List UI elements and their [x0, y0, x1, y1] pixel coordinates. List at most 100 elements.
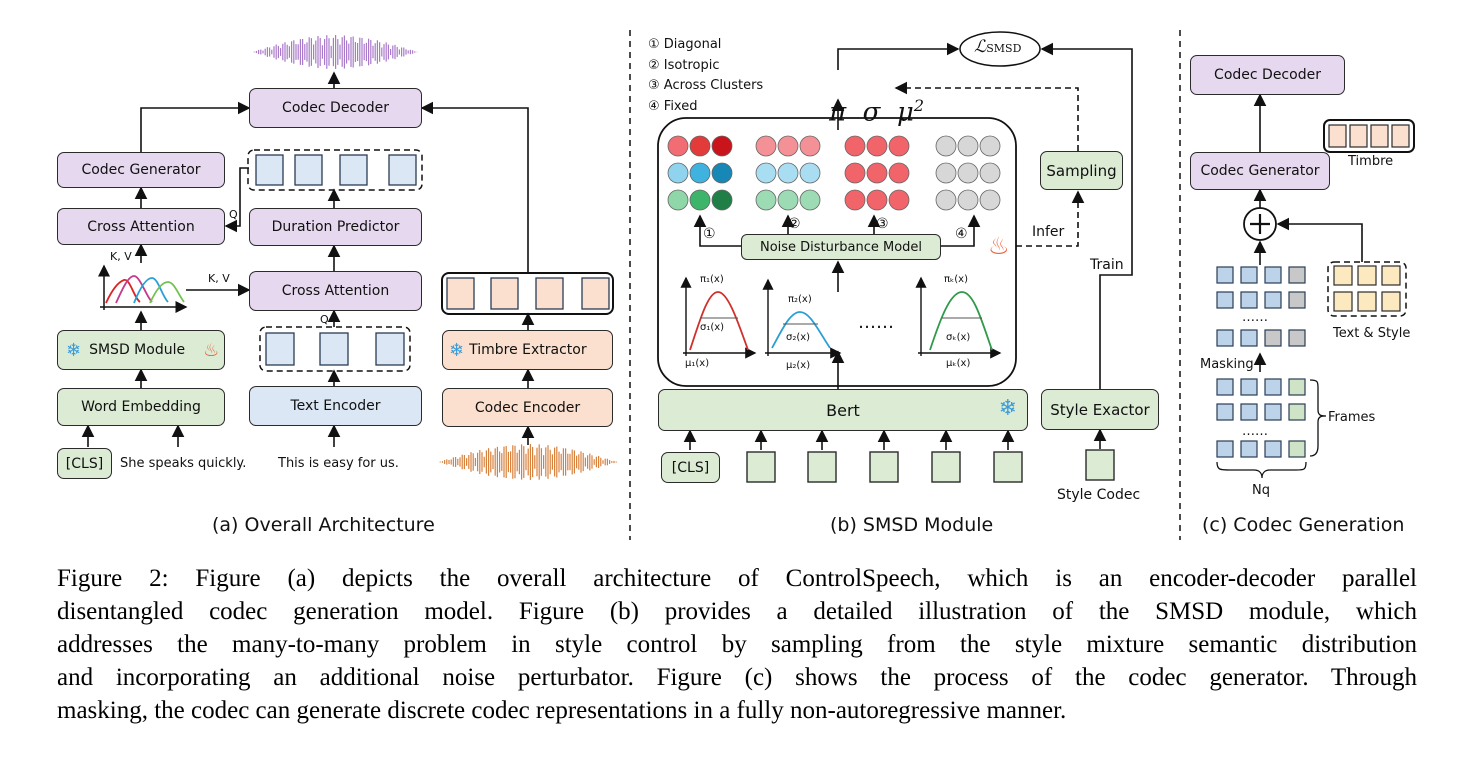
cls-token-b: [CLS]: [661, 452, 720, 483]
loss-subscript: SMSD: [986, 42, 1022, 55]
codec-decoder-label-c: Codec Decoder: [1214, 67, 1321, 83]
mu2-label: μ₂(x): [786, 360, 811, 371]
snowflake-icon: ❄: [449, 339, 465, 361]
caption-line: addresses the many-to-many problem in st…: [57, 631, 1417, 658]
legend-item: ③ Across Clusters: [648, 78, 764, 93]
gaussian-plots: [680, 276, 1002, 359]
sigk-label: σₖ(x): [946, 332, 971, 343]
text-style-container: [1327, 261, 1407, 317]
dots-c-2: ……: [1242, 424, 1268, 439]
params-sup: 2: [913, 96, 925, 115]
codec-decoder-label: Codec Decoder: [282, 100, 389, 116]
word-embedding-label: Word Embedding: [81, 399, 201, 415]
infer-label: Infer: [1032, 224, 1065, 240]
cross-attention-left-box: Cross Attention: [57, 208, 225, 245]
smsd-module-box: ❄ SMSD Module ♨: [57, 330, 225, 370]
style-codec-label: Style Codec: [1057, 487, 1141, 503]
timbre-container: [1323, 119, 1415, 153]
timbre-token-container: [441, 272, 614, 315]
mu1-label: μ₁(x): [685, 358, 710, 369]
text-input: This is easy for us.: [278, 456, 399, 471]
mixture-plot: [98, 264, 188, 313]
codec-grids: [1216, 266, 1306, 458]
kv-label-mid: K, V: [208, 272, 230, 285]
cluster-num-4: ④: [955, 226, 968, 242]
input-waveform: [439, 444, 617, 480]
smsd-module-label: SMSD Module: [89, 342, 186, 358]
subtitle-c: (c) Codec Generation: [1202, 514, 1405, 536]
nq-label: Nq: [1252, 483, 1270, 498]
loss-label: ℒSMSD: [974, 37, 1021, 57]
sig1-label: σ₁(x): [700, 322, 725, 333]
dots-c-1: ……: [1242, 310, 1268, 325]
cross-attention-mid-box: Cross Attention: [249, 271, 422, 311]
duration-predictor-label: Duration Predictor: [271, 219, 400, 235]
subtitle-a: (a) Overall Architecture: [212, 514, 435, 536]
params-label: π σ μ2: [796, 66, 924, 158]
legend-item: ④ Fixed: [648, 98, 698, 114]
legend: ① Diagonal ② Isotropic ③ Across Clusters…: [648, 35, 763, 117]
cross-attention-mid-label: Cross Attention: [281, 283, 390, 299]
figure: Codec Decoder Codec Generator Cross Atte…: [57, 30, 1415, 540]
caption-line: and incorporating an additional noise pe…: [57, 664, 1417, 691]
style-exactor-box: Style Exactor: [1041, 389, 1159, 430]
timbre-extractor-label: Timbre Extractor: [469, 342, 587, 358]
caption-line: masking, the codec can generate discrete…: [57, 697, 1067, 724]
subtitle-b: (b) SMSD Module: [830, 514, 994, 536]
codec-encoder-box: Codec Encoder: [442, 388, 613, 427]
loss-ellipse: [959, 31, 1041, 67]
sentence-input: She speaks quickly.: [120, 456, 247, 471]
text-encoder-box: Text Encoder: [249, 386, 422, 426]
cluster-num-2: ②: [788, 216, 801, 232]
codec-generator-box: Codec Generator: [57, 152, 225, 188]
timbre-label: Timbre: [1348, 154, 1394, 169]
pi1-label: π₁(x): [700, 274, 724, 285]
legend-item: ① Diagonal: [648, 37, 722, 52]
codec-generator-label-c: Codec Generator: [1200, 163, 1320, 179]
caption-line: disentangled codec generation model. Fig…: [57, 598, 1417, 625]
legend-item: ② Isotropic: [648, 57, 720, 73]
figure-caption: Figure 2: Figure (a) depicts the overall…: [57, 562, 1417, 727]
text-encoder-label: Text Encoder: [290, 398, 381, 414]
pi2-label: π₂(x): [788, 294, 812, 305]
codec-decoder-box-c: Codec Decoder: [1190, 55, 1345, 95]
mixture-region: [657, 117, 1017, 387]
codec-generator-box-c: Codec Generator: [1190, 152, 1330, 190]
train-label: Train: [1090, 257, 1124, 273]
snowflake-icon: ❄: [998, 396, 1017, 421]
bert-label: Bert: [826, 400, 860, 420]
noise-disturbance-box: Noise Disturbance Model: [741, 234, 941, 260]
cls-label-b: [CLS]: [671, 459, 710, 476]
timbre-extractor-box: ❄ Timbre Extractor: [442, 330, 613, 370]
sampling-label: Sampling: [1046, 161, 1117, 180]
pik-label: πₖ(x): [944, 274, 968, 285]
sig2-label: σ₂(x): [786, 332, 811, 343]
duration-predictor-box: Duration Predictor: [249, 208, 422, 246]
masking-label: Masking: [1200, 357, 1254, 372]
snowflake-icon: ❄: [66, 339, 82, 361]
dots-b: ……: [858, 312, 894, 333]
word-embedding-box: Word Embedding: [57, 388, 225, 426]
muk-label: μₖ(x): [946, 358, 971, 369]
codec-generator-label: Codec Generator: [81, 162, 201, 178]
cls-label-a: [CLS]: [65, 455, 104, 472]
codec-encoder-label: Codec Encoder: [474, 399, 581, 416]
text-token-container: [259, 326, 411, 372]
bert-box: Bert ❄: [658, 389, 1028, 431]
noise-disturbance-label: Noise Disturbance Model: [759, 239, 923, 255]
params-symbols: π σ μ: [829, 97, 914, 128]
frames-label: Frames: [1328, 410, 1376, 425]
cls-token-a: [CLS]: [57, 448, 112, 479]
codec-decoder-box: Codec Decoder: [249, 88, 422, 128]
q-label-left: Q: [229, 208, 238, 221]
fire-icon: ♨: [988, 232, 1010, 260]
cluster-num-1: ①: [703, 226, 716, 242]
sampling-box: Sampling: [1040, 151, 1123, 190]
fire-icon: ♨: [203, 339, 220, 361]
style-exactor-label: Style Exactor: [1050, 400, 1150, 419]
output-waveform: [253, 35, 418, 69]
kv-label-left: K, V: [110, 250, 132, 263]
figure-connectors: [81, 30, 1415, 540]
duration-token-container: [247, 149, 423, 191]
text-style-label: Text & Style: [1333, 326, 1411, 341]
